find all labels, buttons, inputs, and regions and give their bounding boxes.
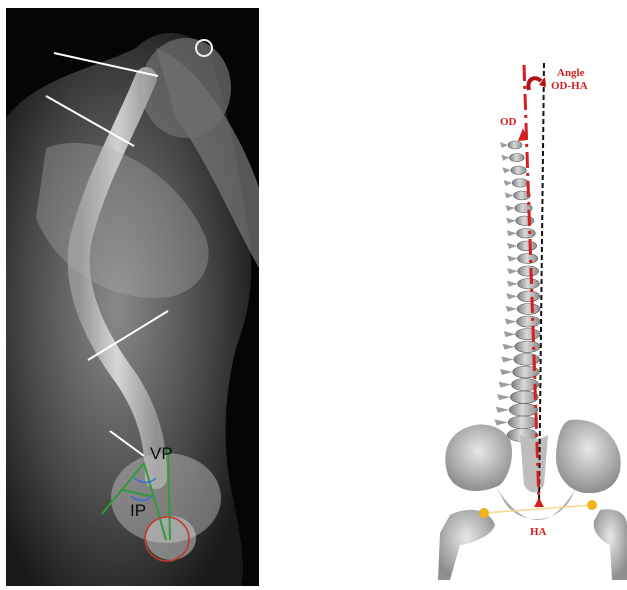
transverse-process (505, 205, 514, 211)
vertebra (517, 241, 537, 251)
transverse-process (495, 419, 509, 425)
vertebra (517, 304, 540, 315)
transverse-process (502, 167, 511, 173)
vertebra (509, 154, 524, 162)
vertebra (517, 229, 536, 239)
left-femur (438, 510, 495, 580)
transverse-process (507, 230, 517, 236)
transverse-process (506, 218, 516, 224)
angle-arrow (528, 78, 541, 90)
transverse-process (501, 356, 513, 362)
transverse-process (506, 293, 517, 299)
spine-drawing (420, 55, 627, 580)
transverse-process (500, 142, 508, 148)
transverse-process (504, 180, 513, 186)
label-vp: VP (150, 445, 173, 462)
skull-shadow (141, 38, 231, 138)
sagittal-xray-image: VP IP (6, 8, 259, 586)
vertebra (518, 254, 538, 264)
vertebra (516, 329, 540, 340)
label-od-ha: OD-HA (551, 81, 588, 93)
transverse-process (507, 243, 517, 249)
transverse-process (507, 281, 518, 287)
right-iliac-wing (556, 420, 621, 494)
transverse-process (507, 268, 518, 274)
transverse-process (505, 319, 517, 325)
transverse-process (505, 192, 514, 198)
label-angle: Angle (557, 68, 585, 80)
transverse-process (497, 394, 510, 400)
vertebra (516, 316, 540, 327)
transverse-process (507, 255, 517, 261)
vertebra (518, 279, 540, 289)
label-ip: IP (130, 502, 146, 519)
right-femur (594, 509, 627, 580)
vertebra (508, 416, 537, 429)
vertebra (512, 179, 528, 188)
vertebra (515, 341, 540, 352)
transverse-process (499, 382, 512, 388)
xray-drawing (6, 8, 259, 586)
left-hip-center (479, 508, 489, 518)
transverse-process (504, 331, 516, 337)
transverse-process (503, 344, 515, 350)
transverse-process (506, 306, 517, 312)
vertebra (511, 166, 526, 174)
vertebra (508, 141, 522, 149)
vertebra (516, 216, 534, 225)
label-od: OD (500, 117, 517, 129)
transverse-process (500, 369, 513, 375)
vertebra (509, 404, 538, 417)
transverse-process (501, 155, 509, 161)
vertebra (517, 291, 539, 302)
label-ha: HA (530, 527, 547, 539)
right-hip-center (587, 500, 597, 510)
sacrum (520, 435, 548, 493)
spine-3d-model: OD Angle OD-HA HA (420, 55, 627, 580)
ha-triangle (534, 498, 544, 507)
vertebra (518, 266, 539, 276)
left-iliac-wing (445, 425, 512, 491)
transverse-process (496, 407, 509, 413)
